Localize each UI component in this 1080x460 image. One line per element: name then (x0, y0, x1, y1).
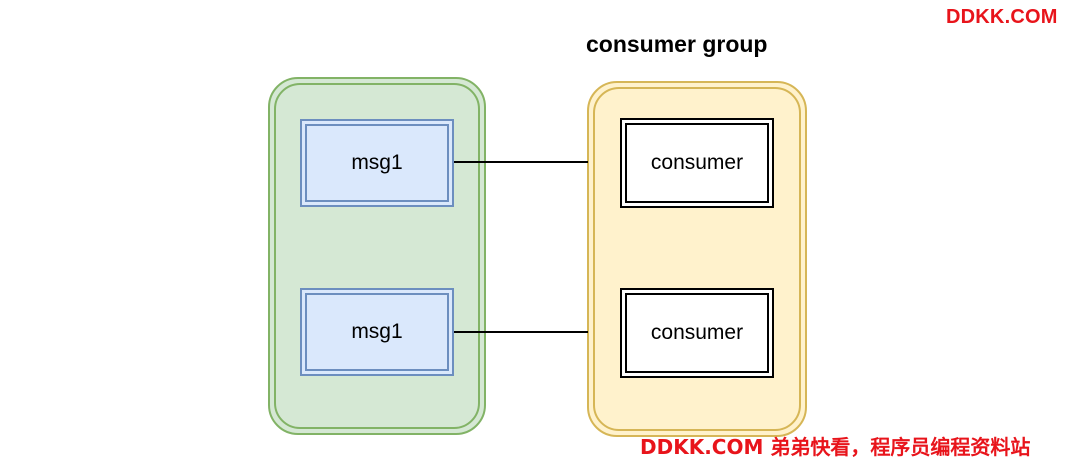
message-container-inner-border (274, 83, 480, 429)
message-box-1: msg1 (300, 119, 454, 207)
consumer-group-inner-border (593, 87, 801, 431)
watermark-top: DDKK.COM (946, 6, 1058, 28)
consumer-box-2: consumer (620, 288, 774, 378)
consumer-box-1: consumer (620, 118, 774, 208)
connector-line-1 (454, 161, 588, 163)
message-label: msg1 (305, 124, 449, 202)
consumer-label: consumer (625, 123, 769, 203)
message-label: msg1 (305, 293, 449, 371)
consumer-label: consumer (625, 293, 769, 373)
message-box-2: msg1 (300, 288, 454, 376)
connector-line-2 (454, 331, 588, 333)
watermark-bottom: DDKK.COM 弟弟快看，程序员编程资料站 (640, 435, 1031, 459)
consumer-group-title: consumer group (586, 31, 768, 57)
